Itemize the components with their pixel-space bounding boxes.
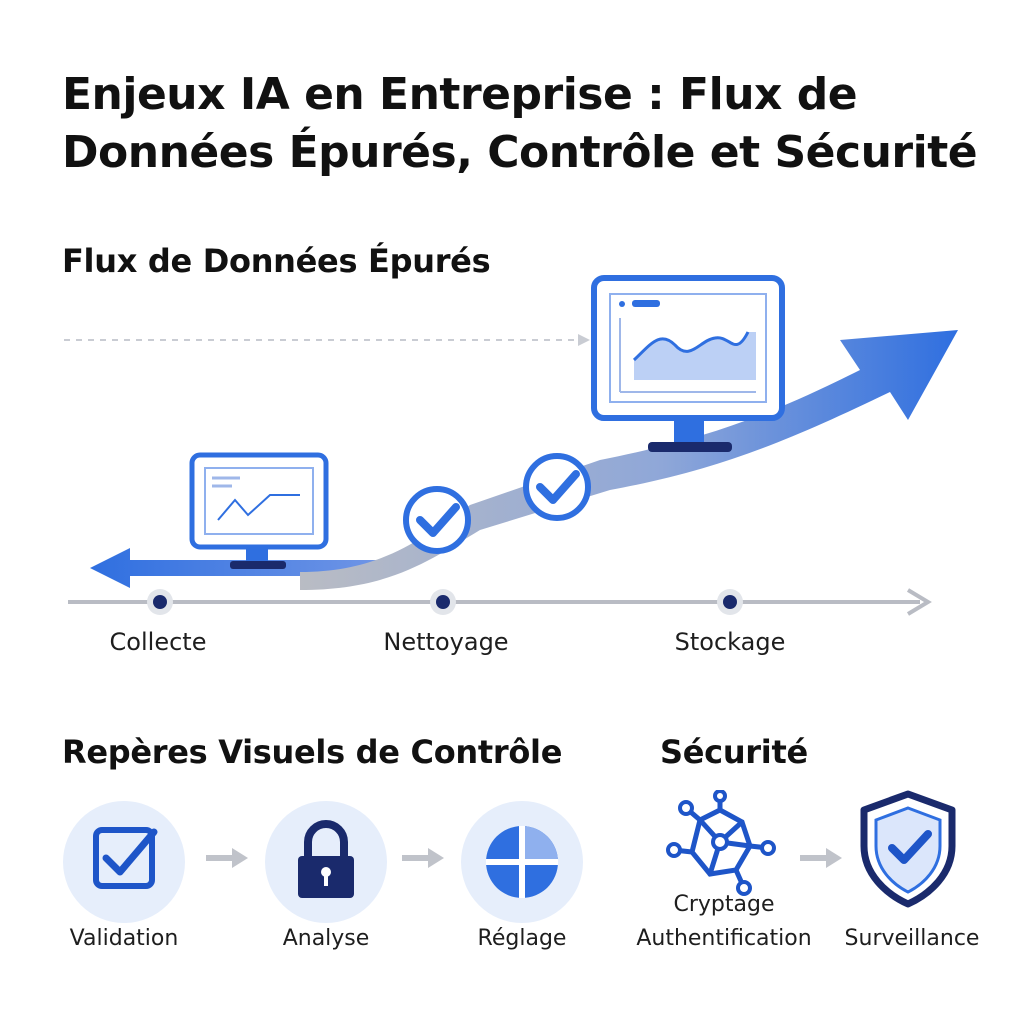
adjust-grid-icon [486,826,558,898]
control-heading: Repères Visuels de Contrôle [62,733,563,771]
stage-label-nettoyage: Nettoyage [383,628,509,656]
page-title: Enjeux IA en Entreprise : Flux de Donnée… [62,69,978,178]
step-label-cryptage: Cryptage [673,892,775,917]
dashed-guide-arrowhead [578,334,590,346]
timeline-node-collecte [147,589,173,615]
surveillance-step [858,790,958,910]
large-monitor-icon [591,275,785,452]
back-arrow [90,548,380,588]
network-icon [666,789,776,896]
stage-label-collecte: Collecte [109,628,207,656]
padlock-icon [298,820,354,898]
reglage-step [460,800,584,924]
timeline-node-nettoyage [430,589,456,615]
step-label-authentification: Authentification [636,926,812,951]
timeline-arrowhead [906,588,932,616]
step-label-reglage: Réglage [477,926,567,951]
check-badge-icon-2 [523,453,591,521]
step-label-surveillance: Surveillance [844,926,980,951]
stage-label-stockage: Stockage [674,628,786,656]
validation-step [62,800,186,924]
step-label-validation: Validation [69,926,179,951]
cryptage-step [660,789,780,900]
small-monitor-icon [189,452,329,569]
step-arrow-2 [402,848,444,868]
shield-check-icon [860,790,956,908]
security-heading: Sécurité [660,733,808,771]
timeline-node-stockage [717,589,743,615]
flow-heading: Flux de Données Épurés [62,242,491,280]
step-arrow-1 [206,848,248,868]
step-label-analyse: Analyse [282,926,370,951]
check-badge-icon-1 [403,486,471,554]
step-arrow-3 [800,848,842,868]
checkbox-icon [93,827,158,889]
rising-arrow [300,330,958,590]
analyse-step [264,800,388,924]
